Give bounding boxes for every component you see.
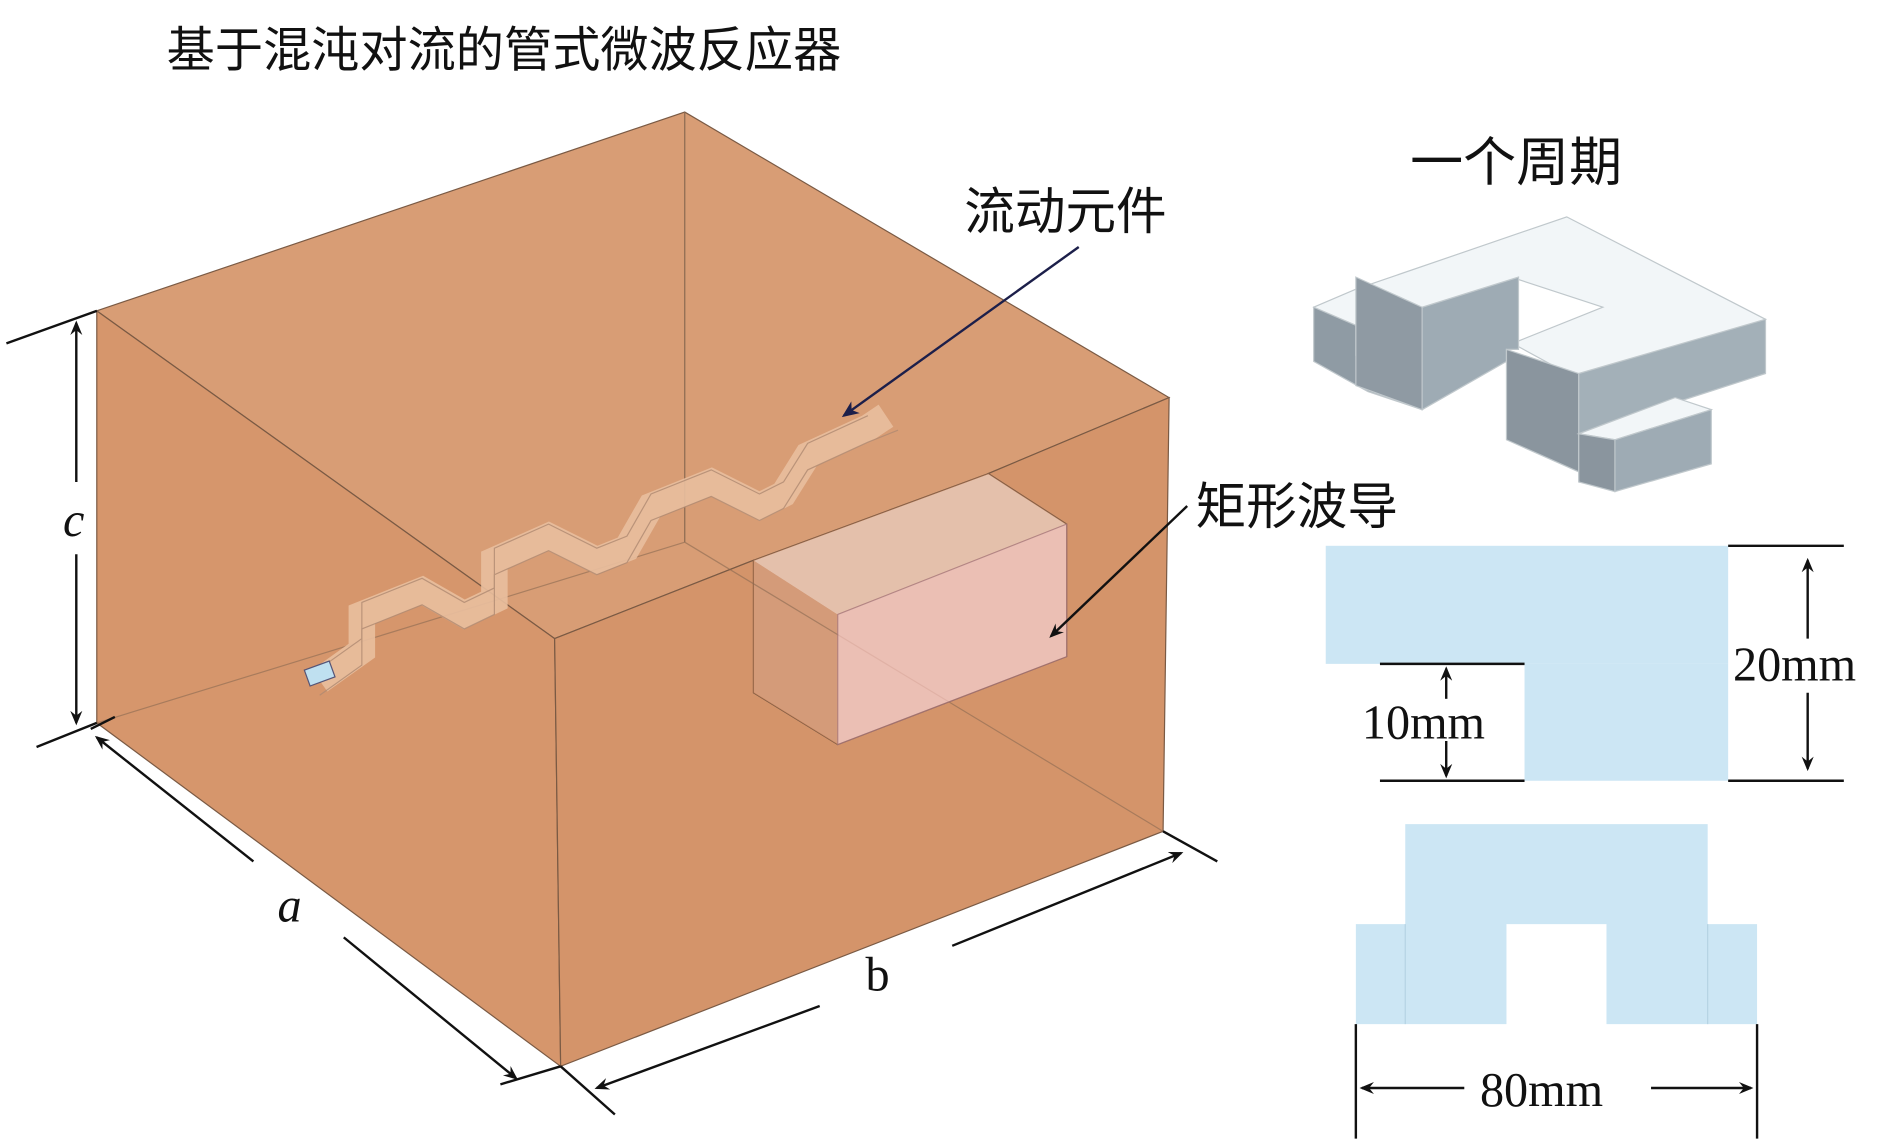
dimension-b: [559, 830, 1218, 1116]
label-c: c: [63, 494, 84, 547]
label-20mm: 20mm: [1733, 639, 1856, 692]
label-10mm: 10mm: [1362, 697, 1485, 750]
inlet-port: [303, 660, 336, 687]
label-80mm: 80mm: [1480, 1064, 1603, 1117]
period-unit-isometric: [1312, 216, 1768, 493]
waveguide-arrow: [1049, 505, 1189, 638]
rectangular-waveguide: [837, 523, 1068, 746]
flow-element-arrow: [841, 246, 1080, 418]
diagram-title: 基于混沌对流的管式微波反应器: [167, 22, 842, 78]
period-side-section: [1325, 544, 1844, 782]
dimension-c: [6, 309, 98, 749]
label-one-period: 一个周期: [1410, 132, 1622, 194]
label-flow-element: 流动元件: [964, 182, 1166, 241]
period-top-section: [1354, 824, 1759, 1139]
dimension-a: [90, 715, 561, 1086]
label-b: b: [865, 948, 889, 1001]
flow-element: [311, 404, 894, 692]
label-a: a: [278, 880, 302, 933]
label-waveguide: 矩形波导: [1196, 477, 1398, 536]
